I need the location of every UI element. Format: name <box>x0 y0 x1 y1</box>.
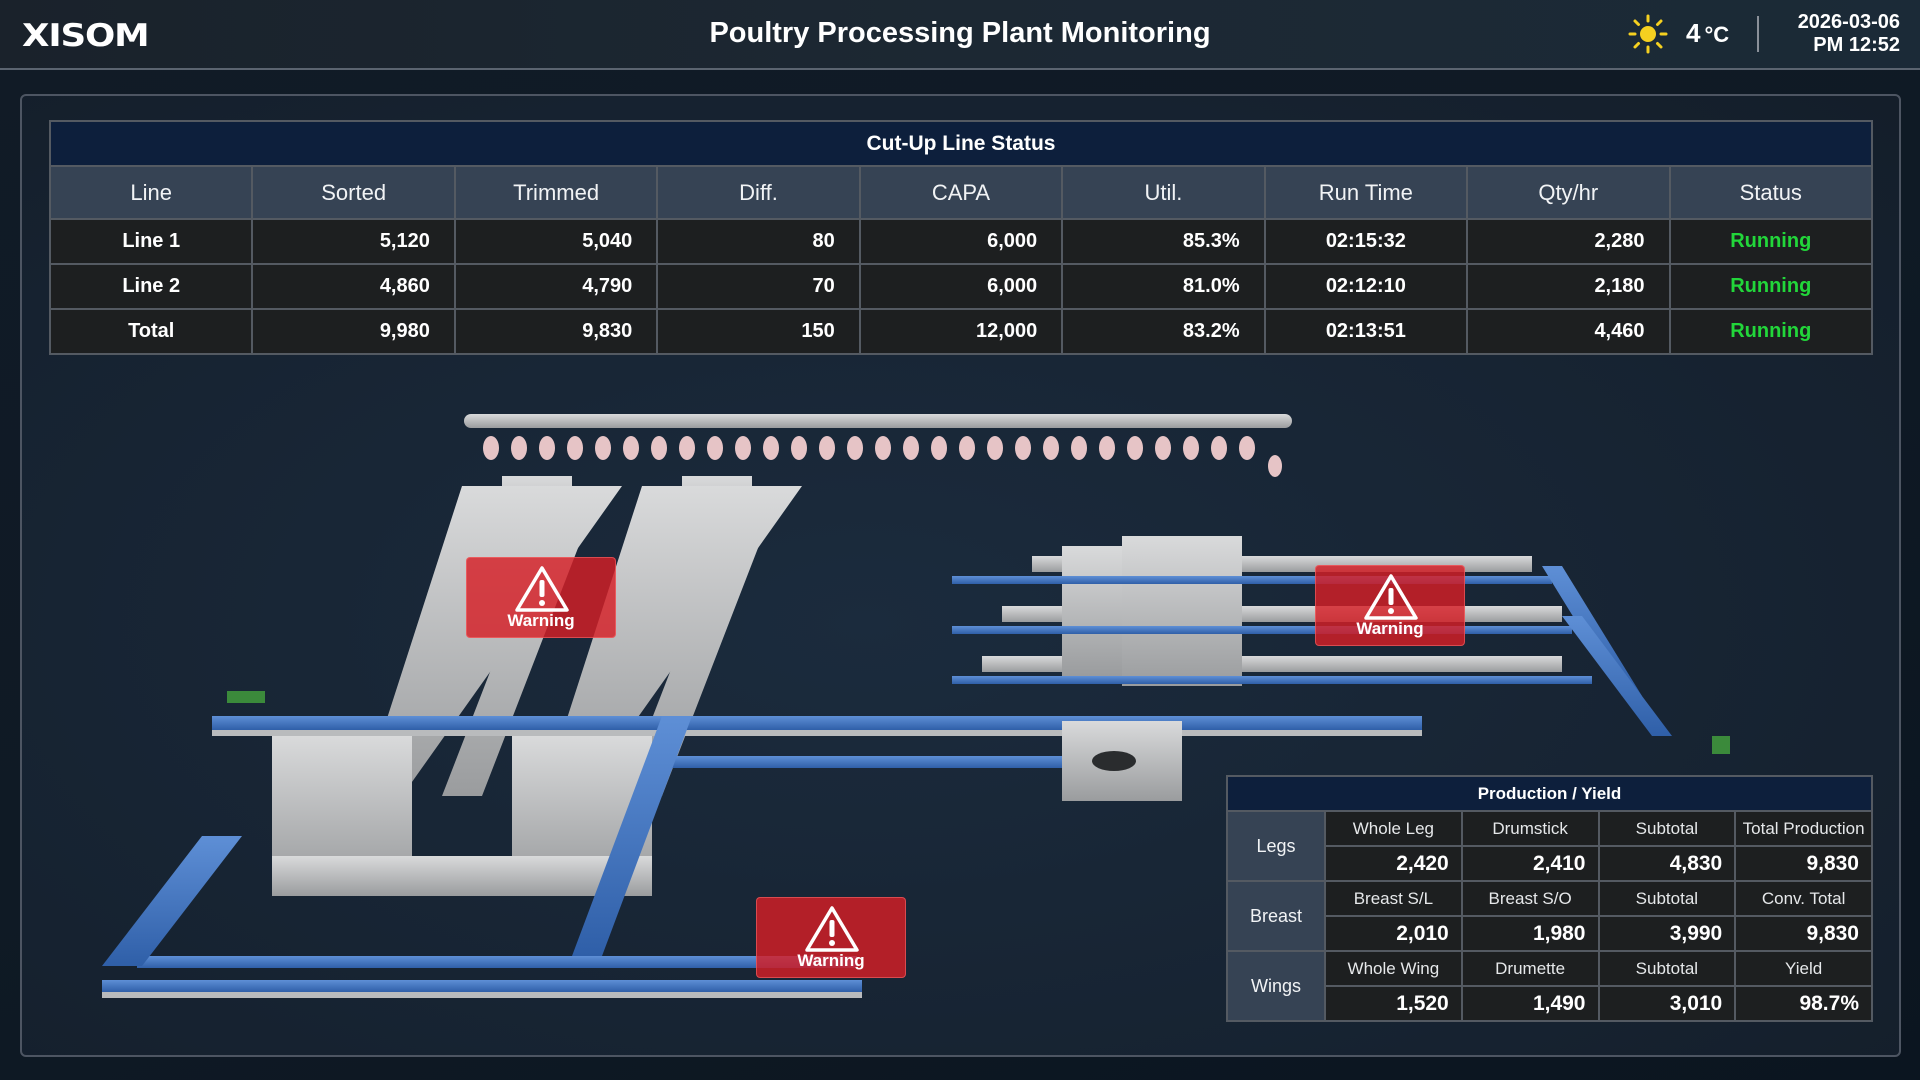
col-run-time: Run Time <box>1263 165 1469 220</box>
cell-run-time: 02:13:51 <box>1263 308 1469 355</box>
label-breast-sl: Breast S/L <box>1324 880 1463 917</box>
warning-label: Warning <box>507 611 575 630</box>
value-drumstick: 2,410 <box>1460 845 1600 882</box>
label-total-production: Total Production <box>1734 810 1873 847</box>
label-conv-total: Conv. Total <box>1734 880 1873 917</box>
col-diff: Diff. <box>656 165 861 220</box>
value-breast-so: 1,980 <box>1460 915 1600 952</box>
value-legs-subtotal: 4,830 <box>1597 845 1737 882</box>
production-yield-table: Production / Yield Legs Whole Leg Drumst… <box>1226 775 1873 1022</box>
value-breast-sl: 2,010 <box>1324 915 1463 952</box>
cell-capa: 6,000 <box>858 218 1064 265</box>
date-text: 2026-03-06 <box>1797 11 1900 33</box>
cell-trimmed: 9,830 <box>453 308 659 355</box>
value-drumette: 1,490 <box>1460 985 1600 1022</box>
label-breast-so: Breast S/O <box>1460 880 1600 917</box>
label-whole-wing: Whole Wing <box>1324 950 1463 987</box>
table-row: Line 2 4,860 4,790 70 6,000 81.0% 02:12:… <box>48 263 1873 310</box>
warning-triangle-icon <box>515 566 569 612</box>
cell-diff: 70 <box>656 263 861 310</box>
col-status: Status <box>1668 165 1873 220</box>
yield-label-row: Wings Whole Wing Drumette Subtotal Yield <box>1226 950 1873 1022</box>
warning-badge-deboning[interactable]: Warning <box>1315 565 1465 646</box>
col-qty-hr: Qty/hr <box>1466 165 1671 220</box>
cell-sorted: 4,860 <box>251 263 456 310</box>
cell-capa: 6,000 <box>858 263 1064 310</box>
value-whole-wing: 1,520 <box>1324 985 1463 1022</box>
sun-icon <box>1628 14 1668 54</box>
cell-util: 85.3% <box>1061 218 1266 265</box>
label-drumstick: Drumstick <box>1460 810 1600 847</box>
cell-line: Line 2 <box>48 263 254 310</box>
value-total-production: 9,830 <box>1734 845 1873 882</box>
label-yield: Yield <box>1734 950 1873 987</box>
datetime: 2026-03-06 PM 12:52 <box>1798 11 1900 57</box>
production-yield-title: Production / Yield <box>1226 775 1873 812</box>
cell-run-time: 02:15:32 <box>1263 218 1469 265</box>
cell-util: 81.0% <box>1061 263 1266 310</box>
label-legs-subtotal: Subtotal <box>1597 810 1737 847</box>
warning-triangle-icon <box>805 906 859 952</box>
line-status-title: Cut-Up Line Status <box>49 120 1873 167</box>
col-line: Line <box>48 165 254 220</box>
top-header: XISOM Poultry Processing Plant Monitorin… <box>0 0 1920 70</box>
cell-sorted: 9,980 <box>251 308 456 355</box>
warning-label: Warning <box>797 951 865 970</box>
company-logo: XISOM <box>22 18 150 54</box>
value-wings-subtotal: 3,010 <box>1597 985 1737 1022</box>
group-wings: Wings <box>1226 950 1326 1022</box>
label-drumette: Drumette <box>1460 950 1600 987</box>
warning-badge-conveyor[interactable]: Warning <box>756 897 906 978</box>
col-capa: CAPA <box>858 165 1064 220</box>
col-sorted: Sorted <box>251 165 456 220</box>
col-util: Util. <box>1061 165 1266 220</box>
temperature-value: 4 <box>1686 18 1701 48</box>
col-trimmed: Trimmed <box>453 165 659 220</box>
page-title: Poultry Processing Plant Monitoring <box>709 17 1211 49</box>
table-row: Line 1 5,120 5,040 80 6,000 85.3% 02:15:… <box>48 218 1873 265</box>
warning-badge-line1[interactable]: Warning <box>466 557 616 638</box>
main-panel: Cut-Up Line Status Line Sorted Trimmed D… <box>20 94 1901 1057</box>
header-divider <box>1757 16 1759 52</box>
label-wings-subtotal: Subtotal <box>1597 950 1737 987</box>
label-whole-leg: Whole Leg <box>1324 810 1463 847</box>
cell-line: Total <box>48 308 254 355</box>
temperature-unit: °C <box>1704 22 1730 47</box>
status-badge: Running <box>1668 218 1873 265</box>
warning-label: Warning <box>1356 619 1424 638</box>
cell-diff: 150 <box>656 308 861 355</box>
cell-util: 83.2% <box>1061 308 1266 355</box>
yield-value-row: 2,010 1,980 3,990 9,830 <box>1227 915 1873 952</box>
line-status-table: Cut-Up Line Status Line Sorted Trimmed D… <box>48 120 1873 355</box>
cell-run-time: 02:12:10 <box>1263 263 1469 310</box>
value-conv-total: 9,830 <box>1734 915 1873 952</box>
cell-capa: 12,000 <box>858 308 1064 355</box>
label-breast-subtotal: Subtotal <box>1597 880 1737 917</box>
value-whole-leg: 2,420 <box>1324 845 1463 882</box>
cell-qty-hr: 2,280 <box>1466 218 1671 265</box>
group-breast: Breast <box>1226 880 1326 952</box>
value-yield: 98.7% <box>1734 985 1873 1022</box>
yield-value-row: 1,520 1,490 3,010 98.7% <box>1227 985 1873 1022</box>
table-row-total: Total 9,980 9,830 150 12,000 83.2% 02:13… <box>48 308 1873 355</box>
status-badge: Running <box>1668 263 1873 310</box>
group-legs: Legs <box>1226 810 1326 882</box>
yield-label-row: Legs Whole Leg Drumstick Subtotal Total … <box>1226 810 1873 882</box>
table-header-row: Line Sorted Trimmed Diff. CAPA Util. Run… <box>48 165 1873 220</box>
cell-qty-hr: 4,460 <box>1466 308 1671 355</box>
yield-label-row: Breast Breast S/L Breast S/O Subtotal Co… <box>1226 880 1873 952</box>
time-text: PM 12:52 <box>1813 34 1900 56</box>
warning-triangle-icon <box>1364 574 1418 620</box>
cell-trimmed: 4,790 <box>453 263 659 310</box>
status-badge: Running <box>1668 308 1873 355</box>
yield-value-row: 2,420 2,410 4,830 9,830 <box>1227 845 1873 882</box>
temperature-readout: 4°C <box>1686 18 1729 49</box>
value-breast-subtotal: 3,990 <box>1597 915 1737 952</box>
cell-diff: 80 <box>656 218 861 265</box>
cell-qty-hr: 2,180 <box>1466 263 1671 310</box>
cell-line: Line 1 <box>48 218 254 265</box>
cell-trimmed: 5,040 <box>453 218 659 265</box>
cell-sorted: 5,120 <box>251 218 456 265</box>
